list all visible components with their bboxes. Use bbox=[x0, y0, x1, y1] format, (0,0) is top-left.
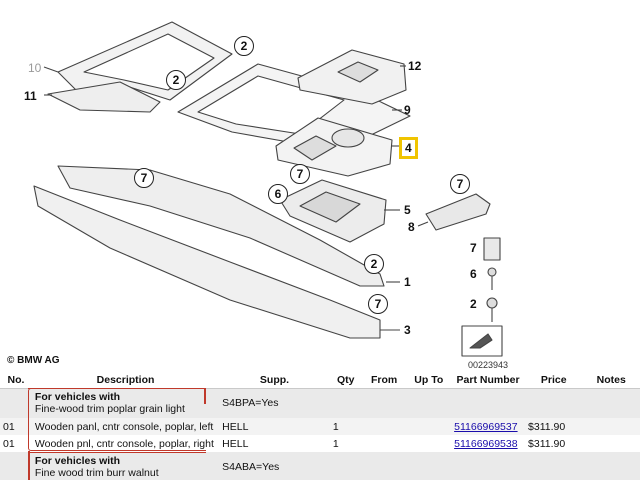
col-header-no: No. bbox=[0, 372, 32, 389]
group-description: For vehicles with Fine wood trim burr wa… bbox=[31, 452, 220, 480]
table-group-row: For vehicles with Fine-wood trim poplar … bbox=[0, 388, 640, 418]
legend-number: 6 bbox=[470, 267, 477, 281]
exploded-view-drawing bbox=[33, 21, 503, 357]
cell-notes bbox=[582, 418, 640, 435]
part-number-label: 3 bbox=[404, 323, 411, 337]
col-header-qty: Qty bbox=[329, 372, 362, 389]
col-header-notes: Notes bbox=[582, 372, 640, 389]
cell-no: 01 bbox=[3, 437, 15, 450]
cell-from bbox=[361, 418, 407, 435]
table-group-row: For vehicles with Fine wood trim burr wa… bbox=[0, 452, 640, 480]
part-number-label-highlighted[interactable]: 4 bbox=[399, 137, 418, 159]
cell-price: $311.90 bbox=[525, 418, 583, 435]
callout-bubble: 7 bbox=[134, 168, 154, 188]
part-number-label: 5 bbox=[404, 203, 411, 217]
cell-part-number: 51166969537 bbox=[451, 418, 526, 435]
callout-bubble: 6 bbox=[268, 184, 288, 204]
part-number-label: 1 bbox=[404, 275, 411, 289]
copyright-text: © BMW AG bbox=[7, 355, 60, 366]
group-subtitle: Fine wood trim burr walnut bbox=[34, 467, 159, 479]
part-number-label: 9 bbox=[404, 103, 411, 117]
part-number-label: 11 bbox=[24, 89, 37, 103]
col-header-part-number: Part Number bbox=[451, 372, 526, 389]
col-header-price: Price bbox=[525, 372, 583, 389]
group-supp: S4BPA=Yes bbox=[219, 388, 330, 418]
cell-qty: 1 bbox=[332, 437, 339, 450]
group-title: For vehicles with bbox=[34, 391, 121, 404]
selection-bracket-edge bbox=[204, 388, 206, 404]
table-row: 01 Wooden panl, cntr console, poplar, le… bbox=[0, 418, 640, 435]
diagram-image-id: 00223943 bbox=[468, 360, 509, 370]
part-number-link[interactable]: 51166969538 bbox=[454, 437, 518, 450]
col-header-upto: Up To bbox=[406, 372, 452, 389]
part-number-label: 10 bbox=[28, 61, 42, 75]
cell-price: $311.90 bbox=[528, 437, 566, 450]
col-header-description: Description bbox=[31, 372, 220, 389]
parts-table: No. Description Supp. Qty From Up To Par… bbox=[0, 372, 640, 480]
cell-supp: HELL bbox=[222, 437, 249, 450]
callout-bubble: 2 bbox=[364, 254, 384, 274]
table-header-row: No. Description Supp. Qty From Up To Par… bbox=[0, 372, 640, 389]
cell-from bbox=[362, 435, 407, 452]
legend-number: 7 bbox=[470, 241, 477, 255]
callout-bubble: 7 bbox=[450, 174, 470, 194]
cell-supp: HELL bbox=[219, 418, 330, 435]
group-subtitle: Fine-wood trim poplar grain light bbox=[34, 403, 185, 416]
callout-bubble: 7 bbox=[290, 164, 310, 184]
part-number-link[interactable]: 51166969537 bbox=[454, 420, 518, 433]
cell-no: 01 bbox=[0, 418, 32, 435]
legend-number: 2 bbox=[470, 297, 477, 311]
callout-bubble: 2 bbox=[234, 36, 254, 56]
cell-upto bbox=[406, 418, 452, 435]
cell-notes bbox=[582, 435, 640, 452]
callout-bubble: 7 bbox=[368, 294, 388, 314]
selection-bracket bbox=[28, 387, 206, 453]
col-header-from: From bbox=[361, 372, 407, 389]
group-supp: S4ABA=Yes bbox=[219, 452, 330, 480]
col-header-supp: Supp. bbox=[219, 372, 330, 389]
group-title: For vehicles with bbox=[34, 455, 121, 467]
cell-upto bbox=[406, 435, 451, 452]
part-number-label: 8 bbox=[408, 220, 415, 234]
selection-bracket-edge bbox=[28, 451, 30, 480]
cell-part-number: 51166969538 bbox=[451, 435, 525, 452]
table-row: 01 Wooden pnl, cntr console, poplar, rig… bbox=[0, 435, 640, 452]
cell-description: Wooden pnl, cntr console, poplar, right bbox=[34, 437, 214, 450]
cell-qty: 1 bbox=[329, 418, 362, 435]
cell-description: Wooden panl, cntr console, poplar, left bbox=[31, 418, 220, 435]
part-number-label: 12 bbox=[408, 59, 422, 73]
parts-diagram: 10 11 12 9 4 5 8 1 3 2 2 7 7 6 2 7 7 7 6… bbox=[7, 21, 509, 370]
callout-bubble: 2 bbox=[166, 70, 186, 90]
group-description: For vehicles with Fine-wood trim poplar … bbox=[31, 388, 220, 418]
